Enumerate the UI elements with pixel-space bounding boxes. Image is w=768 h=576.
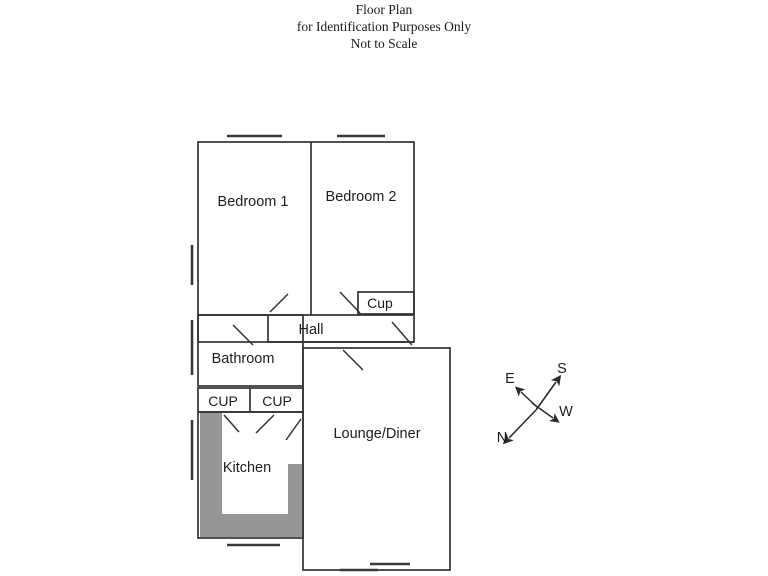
room-label-kitchen: Kitchen [223,460,271,476]
bedroom-block-outline [197,141,415,343]
title-line-3: Not to Scale [350,36,418,51]
door-cup-right [255,414,275,434]
title-line-2: for Identification Purposes Only [296,19,472,34]
cupboard-labels: Cup CUP CUP [208,295,393,409]
cupboard-label-bedroom2: Cup [367,295,393,311]
counter-right [288,464,302,537]
room-label-hall: Hall [299,322,324,338]
counter-left [200,412,222,537]
wall-structure [197,141,451,571]
door-bedroom-2 [339,291,361,314]
door-kitchen [285,418,302,441]
compass-needle-south [535,374,562,411]
compass-needle-north [502,409,537,445]
compass-label-south: S [557,361,567,377]
compass-rose: S E W N [497,361,573,446]
door-leaves [223,291,413,441]
compass-label-east: E [505,371,515,387]
compass-needle-west [531,402,560,423]
plan-title-block: Floor Plan for Identification Purposes O… [0,0,768,52]
door-cup-left [223,414,240,433]
cupboard-label-right: CUP [262,393,292,409]
door-lounge [342,349,364,371]
window-marks [190,134,410,572]
room-label-lounge-diner: Lounge/Diner [333,426,420,442]
cupboard-label-left: CUP [208,393,238,409]
door-hall-to-lounge [391,321,413,346]
door-bathroom [232,324,254,346]
cupboard-bedroom2-outline [357,291,415,315]
room-label-bedroom-2: Bedroom 2 [326,189,397,205]
room-label-bathroom: Bathroom [212,351,275,367]
compass-label-west: W [559,404,573,420]
door-bedroom-1 [269,293,289,313]
counter-bottom [200,514,300,537]
title-line-1: Floor Plan [355,2,413,17]
room-labels: Bedroom 1 Bedroom 2 Hall Bathroom Kitche… [212,189,421,476]
kitchen-counters [200,412,302,537]
compass-label-north: N [497,430,507,446]
room-label-bedroom-1: Bedroom 1 [218,194,289,210]
lounge-diner-outline [302,347,451,571]
